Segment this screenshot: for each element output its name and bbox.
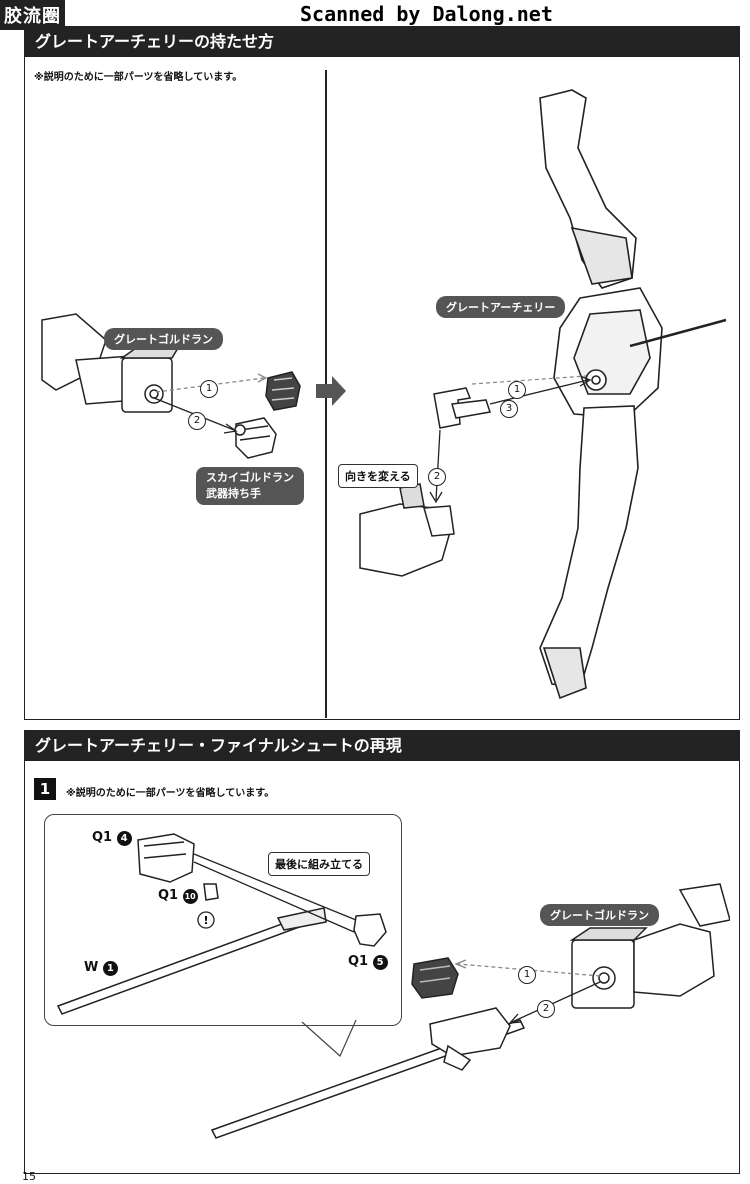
final-step-2-label: 2 [542, 1003, 550, 1014]
left-panel-illustration [41, 313, 301, 459]
section-final-shoot: グレートアーチェリー・ファイナルシュートの再現 [24, 730, 740, 1174]
label-hand-line2: 武器持ち手 [206, 487, 261, 500]
q1-10-number: 10 [182, 889, 198, 904]
watermark-scanned-by: Scanned by Dalong.net [300, 2, 553, 26]
callout-assemble-last: 最後に組み立てる [268, 852, 370, 876]
step-circle-1: 1 [200, 380, 218, 398]
bow-step-1-label: 1 [513, 384, 521, 395]
bow-step-circle-3: 3 [500, 400, 518, 418]
q1-5-number: 5 [372, 955, 388, 970]
q1-4-number: 4 [116, 831, 132, 846]
arrow-assembly-illustration: ! [56, 833, 387, 1015]
label-sky-goldran-hand: スカイゴルドラン 武器持ち手 [196, 467, 304, 505]
q1-4-prefix: Q1 [92, 830, 113, 845]
label-great-goldran-2: グレートゴルドラン [540, 904, 659, 926]
section-holding-bow: グレートアーチェリーの持たせ方 [24, 26, 740, 720]
final-shoot-illustration [210, 883, 730, 1139]
final-step-1-label: 1 [523, 969, 531, 980]
w1-prefix: W [84, 960, 99, 975]
bow-illustration [359, 89, 727, 700]
step-circle-1-label: 1 [205, 383, 213, 394]
next-arrow-icon [316, 376, 346, 406]
part-label-w1: W 1 [84, 960, 118, 976]
step-circle-2: 2 [188, 412, 206, 430]
label-hand-line1: スカイゴルドラン [206, 471, 294, 484]
q1-10-prefix: Q1 [158, 888, 179, 903]
page-number: 15 [22, 1170, 36, 1183]
final-step-circle-1: 1 [518, 966, 536, 984]
w1-number: 1 [102, 961, 118, 976]
bow-step-2-label: 2 [433, 471, 441, 482]
callout-pointer [301, 1020, 357, 1057]
part-label-q1-4: Q1 4 [92, 830, 132, 846]
bow-step-3-label: 3 [505, 403, 513, 414]
final-step-circle-2: 2 [537, 1000, 555, 1018]
bow-step-circle-2: 2 [428, 468, 446, 486]
section-title: グレートアーチェリーの持たせ方 [25, 27, 739, 57]
step-number: 1 [34, 778, 56, 800]
watermark-site-left: 胶流圈 [0, 0, 65, 30]
section1-note: ※説明のために一部パーツを省略しています。 [34, 72, 243, 83]
label-great-goldran: グレートゴルドラン [104, 328, 223, 350]
part-label-q1-5: Q1 5 [348, 954, 388, 970]
q1-5-prefix: Q1 [348, 954, 369, 969]
label-great-archery: グレートアーチェリー [436, 296, 566, 318]
section2-note: ※説明のために一部パーツを省略しています。 [66, 788, 275, 799]
bow-step-circle-1: 1 [508, 381, 526, 399]
callout-change-direction: 向きを変える [338, 464, 418, 488]
section2-title: グレートアーチェリー・ファイナルシュートの再現 [25, 731, 739, 761]
svg-text:!: ! [203, 914, 208, 927]
part-label-q1-10: Q1 10 [158, 888, 198, 904]
step-circle-2-label: 2 [193, 415, 201, 426]
assembly-subpanel [44, 814, 402, 1026]
